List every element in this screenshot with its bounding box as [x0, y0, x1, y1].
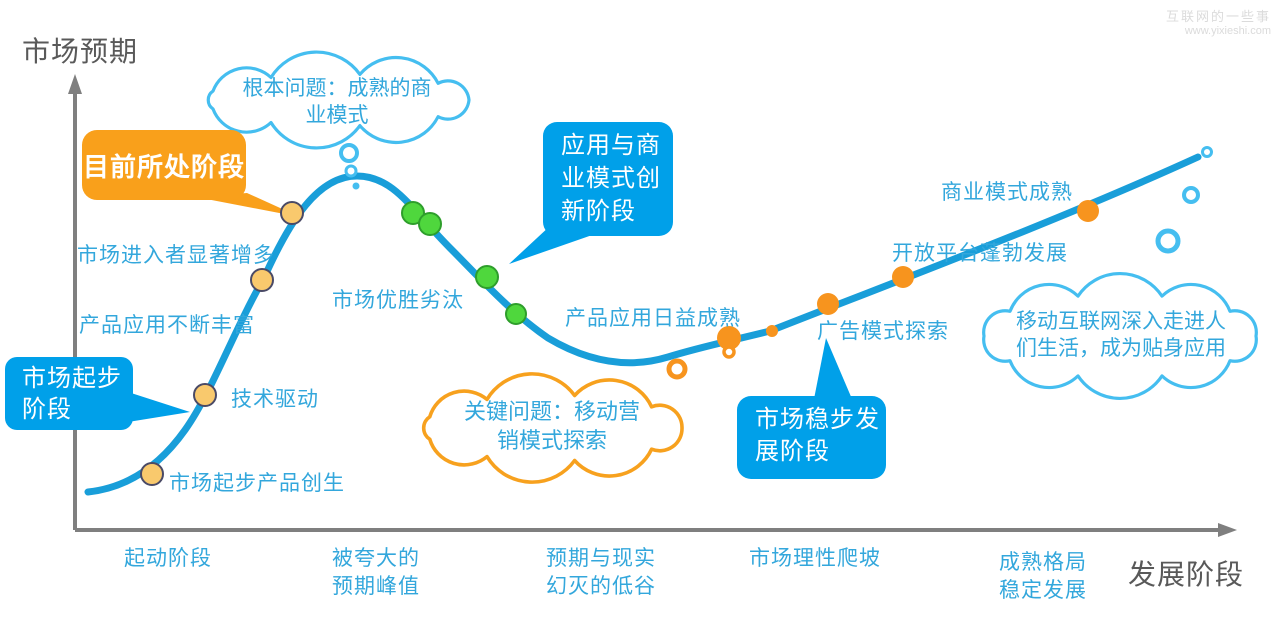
thought-bubble-icon — [1182, 186, 1200, 204]
callout-line: 应用与商 — [561, 132, 661, 159]
stage-label-line: 预期与现实 — [546, 547, 656, 570]
callout-steady-growth-stage: 市场稳步发 展阶段 — [737, 396, 886, 479]
thought-bubble-icon — [352, 182, 360, 190]
curve-milestone-dot — [766, 325, 778, 337]
callout-steady-tail — [814, 338, 852, 399]
label-tech-driven: 技术驱动 — [231, 388, 319, 411]
callout-market-start-stage: 市场起步 阶段 — [5, 357, 133, 430]
callout-line: 市场稳步发 — [755, 406, 880, 433]
stage-label-disillusion-trough: 预期与现实 幻灭的低谷 — [546, 545, 656, 601]
label-biz-model-mature: 商业模式成熟 — [941, 181, 1073, 204]
thought-bubble-icon — [339, 143, 359, 163]
cloud-top-shape — [206, 50, 471, 150]
stage-label-launch: 起动阶段 — [124, 545, 212, 573]
y-axis-arrow-icon — [68, 74, 82, 94]
curve-milestone-dot — [280, 201, 304, 225]
watermark-site-url: www.yixieshi.com — [1184, 25, 1271, 37]
y-axis-title: 市场预期 — [22, 36, 139, 67]
cloud-text-line: 根本问题：成熟的商 — [242, 77, 432, 100]
cloud-text-line: 移动互联网深入走进人 — [1016, 310, 1226, 333]
stage-label-line: 幻灭的低谷 — [546, 575, 656, 598]
curve-milestone-dot — [505, 303, 527, 325]
cloud-text-line: 们生活，成为贴身应用 — [1016, 337, 1226, 360]
stage-label-line: 被夸大的 — [332, 547, 420, 570]
cloud-text-line: 销模式探索 — [496, 428, 608, 453]
curve-milestone-dot — [475, 265, 499, 289]
label-open-platform: 开放平台蓬勃发展 — [892, 242, 1068, 265]
callout-innovation-stage: 应用与商 业模式创 新阶段 — [543, 122, 673, 236]
stage-label-line: 稳定发展 — [999, 579, 1087, 602]
cloud-right-shape — [982, 272, 1258, 400]
thought-bubble-icon — [1201, 146, 1213, 158]
stage-label-line: 成熟格局 — [999, 551, 1087, 574]
label-products-enrich: 产品应用不断丰富 — [79, 314, 255, 337]
curve-milestone-dot — [817, 293, 839, 315]
curve-milestone-dot — [140, 462, 164, 486]
hype-curve — [84, 153, 1202, 496]
stage-label-line: 起动阶段 — [124, 547, 212, 570]
cloud-text-line: 业模式 — [305, 104, 369, 127]
cloud-key-shape — [421, 372, 684, 484]
thought-bubble-icon — [666, 358, 688, 380]
stage-label-inflated-peak: 被夸大的 预期峰值 — [332, 545, 420, 601]
cloud-mobile-internet-text: 移动互联网深入走进人 们生活，成为贴身应用 — [1016, 308, 1226, 362]
label-app-mature: 产品应用日益成熟 — [565, 307, 741, 330]
x-axis-arrow-icon — [1218, 523, 1237, 537]
callout-line: 展阶段 — [755, 438, 830, 465]
label-market-survival: 市场优胜劣汰 — [332, 289, 464, 312]
label-ad-explore: 广告模式探索 — [817, 320, 949, 343]
curve-milestone-dot — [892, 266, 914, 288]
curve-milestone-dot — [418, 212, 442, 236]
callout-line: 新阶段 — [561, 198, 636, 225]
stage-label-line: 预期峰值 — [332, 575, 420, 598]
x-axis-title: 发展阶段 — [1128, 559, 1245, 590]
callout-line: 业模式创 — [561, 165, 661, 192]
curve-milestone-dot — [250, 268, 274, 292]
callout-current-stage: 目前所处阶段 — [82, 130, 246, 200]
watermark-site-name: 互联网的一些事 — [1165, 9, 1271, 24]
cloud-fundamental-problem-text: 根本问题：成熟的商 业模式 — [243, 75, 432, 129]
stage-label-rational-climb: 市场理性爬坡 — [749, 545, 881, 573]
thought-bubble-icon — [344, 164, 358, 178]
curve-milestone-dot — [193, 383, 217, 407]
callout-line: 市场起步 — [22, 365, 122, 392]
stage-label-mature-stable: 成熟格局 稳定发展 — [999, 549, 1087, 605]
curve-milestone-dot — [401, 201, 425, 225]
callout-line: 阶段 — [22, 396, 72, 423]
thought-bubble-icon — [722, 345, 736, 359]
thought-bubble-icon — [1155, 228, 1181, 254]
cloud-key-problem-text: 关键问题：移动营 销模式探索 — [464, 397, 640, 455]
watermark: 互联网的一些事 www.yixieshi.com — [1166, 6, 1271, 37]
cloud-text-line: 关键问题：移动营 — [463, 399, 641, 424]
curve-milestone-dot — [717, 326, 741, 350]
label-market-entrants: 市场进入者显著增多 — [77, 244, 275, 267]
stage-label-line: 市场理性爬坡 — [749, 547, 881, 570]
label-market-birth: 市场起步产品创生 — [169, 472, 345, 495]
callout-start-tail — [128, 392, 190, 422]
curve-milestone-dot — [1077, 200, 1099, 222]
